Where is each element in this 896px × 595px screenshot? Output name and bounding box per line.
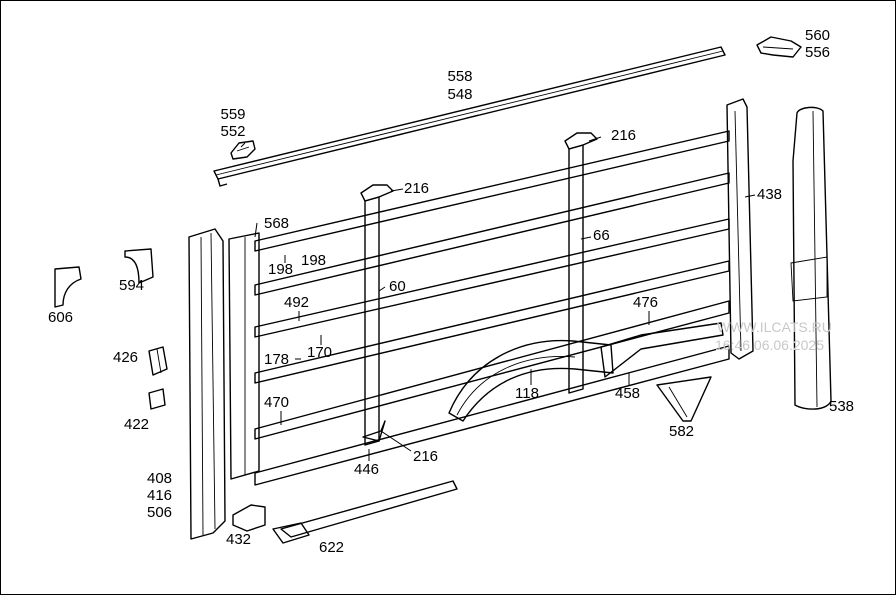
callout-446: 446	[354, 461, 380, 478]
gusset-594	[124, 248, 154, 284]
top-rail-558-548	[213, 46, 726, 187]
callout-538: 538	[829, 398, 855, 415]
callout-458: 458	[615, 385, 641, 402]
watermark-timestamp: 16:46 06.06.2025	[715, 337, 824, 353]
gusset-606	[54, 266, 82, 308]
callout-492: 492	[284, 294, 310, 311]
callout-438: 438	[757, 186, 783, 203]
callout-118: 118	[515, 385, 539, 402]
callout-216-top: 216	[611, 127, 637, 144]
bracket-426	[148, 346, 168, 376]
callout-60: 60	[389, 278, 406, 295]
callout-198-a: 198	[268, 261, 294, 278]
callout-432: 432	[226, 531, 252, 548]
callout-559: 559	[220, 106, 246, 123]
callout-606: 606	[48, 309, 74, 326]
callout-560: 560	[805, 27, 831, 44]
callout-558: 558	[447, 68, 473, 85]
sill-rail-622	[272, 480, 458, 544]
callout-198-b: 198	[301, 252, 327, 269]
callout-470: 470	[264, 394, 290, 411]
callout-178: 178	[264, 351, 290, 368]
callout-568: 568	[264, 215, 290, 232]
callout-552: 552	[220, 123, 246, 140]
callout-556: 556	[805, 44, 831, 61]
callout-216-mid: 216	[404, 180, 430, 197]
callout-170: 170	[307, 344, 333, 361]
callout-548: 548	[447, 86, 473, 103]
corner-piece-582	[656, 376, 712, 422]
callout-66: 66	[593, 227, 610, 244]
callout-622: 622	[319, 539, 345, 556]
callout-476: 476	[633, 294, 659, 311]
callout-426: 426	[113, 349, 139, 366]
side-panel-frame	[188, 98, 754, 540]
callout-594: 594	[119, 277, 145, 294]
callout-416: 416	[147, 487, 173, 504]
bracket-432	[232, 504, 266, 532]
callout-506: 506	[147, 504, 173, 521]
callout-216-low: 216	[413, 448, 439, 465]
callout-422: 422	[124, 416, 150, 433]
bracket-422	[148, 388, 166, 410]
corner-post-538	[790, 106, 832, 410]
cap-560-556	[756, 36, 802, 58]
watermark-site: WWW.ILCATS.RU	[717, 319, 832, 335]
clip-559-552	[230, 140, 256, 160]
callout-408: 408	[147, 470, 173, 487]
callout-582: 582	[669, 423, 695, 440]
leader-lines	[240, 136, 756, 461]
